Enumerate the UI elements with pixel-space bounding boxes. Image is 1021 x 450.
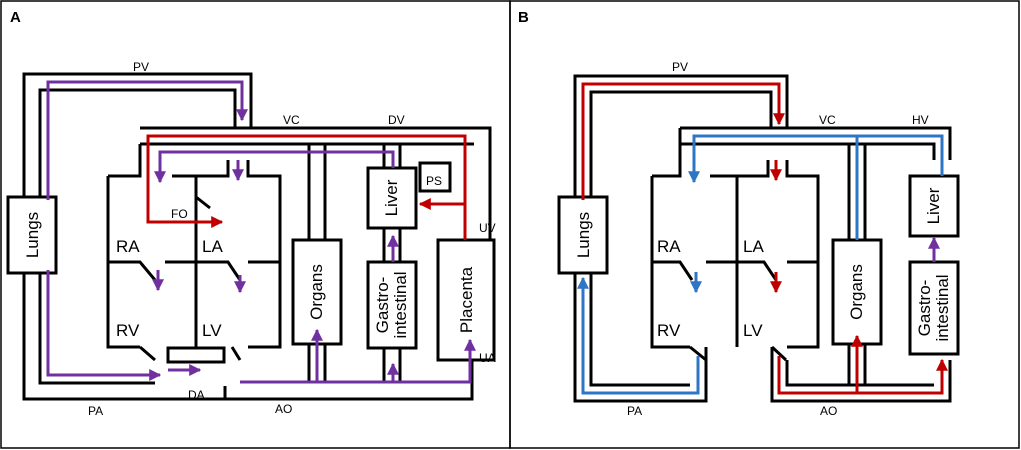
- gastro-label-2: intestinal: [391, 271, 410, 338]
- b-arrow-vc-return: [688, 134, 944, 184]
- heart-top-right: [172, 160, 282, 349]
- tricuspid-valve: [108, 260, 157, 281]
- b-gastro-box: [908, 260, 960, 356]
- panel-b-letter: B: [518, 9, 529, 26]
- b-label-pa: PA: [627, 404, 642, 418]
- b-label-ra: RA: [657, 237, 681, 256]
- b-label-hv: HV: [912, 113, 929, 127]
- panel-a-letter: A: [10, 9, 21, 26]
- b-organs-label: Organs: [847, 264, 866, 320]
- foramen-ovale-flap: [195, 195, 211, 210]
- label-rv: RV: [116, 321, 140, 340]
- gi-liver-vessels: [382, 144, 402, 383]
- heart-top-left: [108, 144, 142, 178]
- label-pv: PV: [133, 60, 149, 74]
- b-arrow-ao-flow: [777, 356, 948, 395]
- pv-vessel-outer: [22, 72, 253, 200]
- ductus-arteriosus-box: [166, 346, 226, 364]
- label-fo: FO: [171, 207, 188, 221]
- lungs-label: Lungs: [23, 212, 42, 258]
- b-label-pv: PV: [672, 60, 688, 74]
- label-ua: UA: [479, 351, 496, 365]
- label-la: LA: [202, 237, 223, 256]
- b-outflow-valves: [689, 345, 788, 362]
- b-liver-label: Liver: [924, 187, 943, 224]
- label-pa: PA: [88, 404, 103, 418]
- b-ao-vessel-outer: [770, 347, 952, 403]
- pa-vessel-inner: [38, 273, 155, 385]
- arrow-pa-flow: [46, 273, 162, 381]
- b-lungs-box: [557, 195, 609, 275]
- b-pa-vessel-outer: [573, 273, 708, 403]
- pv-vessel-inner: [38, 88, 237, 200]
- panel-b: B Lungs Organs Liver Gastro- intestinal: [518, 9, 960, 418]
- b-heart-left-wall: [650, 176, 690, 349]
- lungs-box: [6, 195, 58, 275]
- b-label-la: LA: [743, 237, 764, 256]
- label-ra: RA: [116, 237, 140, 256]
- label-uv: UV: [479, 221, 496, 235]
- b-pv-vessel-outer: [573, 74, 789, 200]
- label-lv: LV: [202, 321, 222, 340]
- b-liver-box: [908, 174, 960, 238]
- b-vc-vessel-inner: [680, 142, 936, 160]
- b-mitral-valve: [706, 260, 818, 281]
- label-dv: DV: [388, 113, 405, 127]
- ps-box: [418, 161, 452, 193]
- label-ao: AO: [275, 402, 292, 416]
- panel-a: A Lungs Organs Liver Gastro- intestinal: [6, 9, 496, 418]
- b-ao-vessel-inner: [785, 360, 934, 387]
- b-arrow-pa-flow: [577, 276, 700, 395]
- b-tricuspid-valve: [652, 260, 694, 281]
- outflow-valves: [139, 345, 242, 362]
- ao-vessel-outer: [223, 360, 474, 401]
- b-gastro-label-2: intestinal: [933, 274, 952, 341]
- b-arrow-pv-flow: [581, 82, 785, 200]
- panel-b-frame: [509, 0, 1020, 449]
- organs-label: Organs: [307, 264, 326, 320]
- arrow-vc-return: [154, 150, 395, 184]
- b-label-lv: LV: [743, 321, 763, 340]
- mitral-valve: [165, 260, 280, 281]
- b-label-rv: RV: [657, 321, 681, 340]
- heart-left-wall: [106, 176, 140, 349]
- b-gastro-label-1: Gastro-: [915, 280, 934, 337]
- placenta-label: Placenta: [457, 266, 476, 333]
- b-heart-top-right: [710, 160, 820, 349]
- b-pv-vessel-inner: [589, 90, 773, 200]
- b-heart-top-left: [652, 128, 682, 178]
- label-vc: VC: [283, 113, 300, 127]
- label-da: DA: [188, 388, 205, 402]
- arrow-dv-fo-flow: [146, 134, 467, 240]
- gastro-label-1: Gastro-: [373, 277, 392, 334]
- b-lungs-label: Lungs: [574, 212, 593, 258]
- arrow-pv-flow: [46, 80, 248, 200]
- b-pa-vessel-inner: [589, 273, 690, 387]
- gastro-box: [366, 260, 418, 350]
- liver-box: [366, 166, 418, 230]
- organs-vessels: [307, 144, 327, 383]
- b-vc-vessel-outer: [680, 126, 952, 160]
- b-label-ao: AO: [820, 404, 837, 418]
- organs-box: [291, 238, 343, 346]
- liver-label: Liver: [382, 179, 401, 216]
- ps-label: PS: [426, 174, 442, 188]
- b-label-vc: VC: [819, 113, 836, 127]
- b-organs-vessels: [847, 144, 867, 385]
